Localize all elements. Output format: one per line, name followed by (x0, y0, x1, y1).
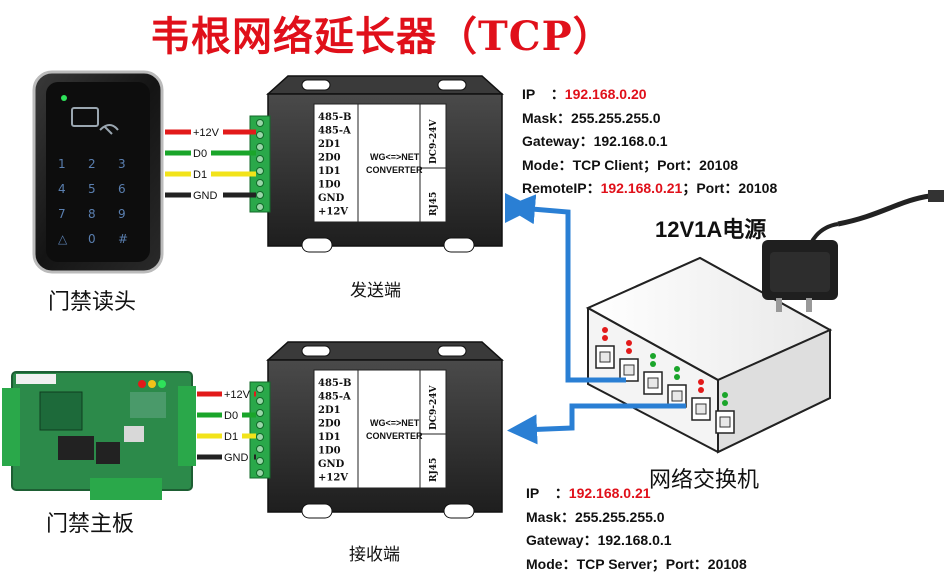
terminal-label: 2D1 (318, 139, 341, 150)
sender-mask-line: Mask：255.255.255.0 (522, 107, 777, 131)
switch-led-icon (626, 348, 632, 354)
terminal-label: 2D0 (318, 153, 341, 164)
terminal-label: 1D1 (318, 432, 341, 443)
sender-config: IP ：192.168.0.20 Mask：255.255.255.0 Gate… (522, 83, 777, 201)
rj45-label: RJ45 (429, 458, 439, 482)
terminal-label: GND (318, 193, 345, 204)
wire-label-d1: D1 (224, 431, 238, 443)
terminal-label: 485-B (318, 112, 351, 123)
wire-label-gnd: GND (224, 452, 249, 464)
converter-model-line: WG<=>NET (370, 152, 420, 162)
switch-led-icon (602, 335, 608, 341)
keypad-key: △ (58, 232, 68, 246)
wire-label-d1: D1 (193, 169, 207, 181)
sender-remote-line: RemoteIP：192.168.0.21；Port：20108 (522, 177, 777, 201)
reader-led-icon (61, 95, 67, 101)
converter-type-line: CONVERTER (366, 165, 423, 175)
terminal-label: 2D0 (318, 419, 341, 430)
terminal-label: +12V (318, 473, 348, 484)
card-reader (34, 72, 162, 272)
terminal-label: 485-A (318, 126, 351, 137)
card-reader-caption: 门禁读头 (48, 284, 136, 316)
keypad-key: 5 (88, 182, 96, 196)
controller-caption: 门禁主板 (46, 506, 134, 538)
wire-label-d0: D0 (193, 148, 207, 160)
receiver-config: IP ：192.168.0.21 Mask：255.255.255.0 Gate… (526, 482, 747, 576)
keypad-key: 8 (88, 207, 96, 221)
receiver-caption: 接收端 (349, 540, 400, 565)
receiver-gateway-line: Gateway：192.168.0.1 (526, 529, 747, 553)
terminal-label: 1D0 (318, 446, 341, 457)
dc-input-label: DC9-24V (429, 119, 439, 164)
receiver-mode-line: Mode：TCP Server；Port：20108 (526, 553, 747, 576)
terminal-label: 1D0 (318, 180, 341, 191)
terminal-label: GND (318, 459, 345, 470)
terminal-label: 1D1 (318, 166, 341, 177)
receiver-mask-line: Mask：255.255.255.0 (526, 506, 747, 530)
power-adapter (762, 190, 944, 312)
receiver-ip-line: IP ：192.168.0.21 (526, 482, 747, 506)
terminal-label: 485-B (318, 378, 351, 389)
keypad-key: 7 (58, 207, 66, 221)
keypad-key: 0 (88, 232, 96, 246)
sender-mode-line: Mode：TCP Client；Port：20108 (522, 154, 777, 178)
terminal-label: 2D1 (318, 405, 341, 416)
wire-label-plus12v: +12V (193, 127, 220, 139)
converter-type-line: CONVERTER (366, 431, 423, 441)
dc-input-label: DC9-24V (429, 385, 439, 430)
sender-caption: 发送端 (350, 276, 401, 301)
keypad-key: 6 (118, 182, 126, 196)
sender-ip-line: IP ：192.168.0.20 (522, 83, 777, 107)
switch-led-icon (650, 361, 656, 367)
sender-gateway-line: Gateway：192.168.0.1 (522, 130, 777, 154)
wire-label-plus12v: +12V (224, 389, 251, 401)
keypad-key: 9 (118, 207, 126, 221)
terminal-label: 485-A (318, 392, 351, 403)
power-caption: 12V1A电源 (655, 212, 766, 244)
converter-model-line: WG<=>NET (370, 418, 420, 428)
keypad-key: 4 (58, 182, 66, 196)
switch-led-icon (698, 387, 704, 393)
switch-led-icon (722, 400, 728, 406)
terminal-label: +12V (318, 207, 348, 218)
wire-label-d0: D0 (224, 410, 238, 422)
controller-board (2, 372, 196, 500)
keypad-key: # (118, 232, 128, 246)
keypad-key: 3 (118, 157, 126, 171)
switch-led-icon (674, 374, 680, 380)
keypad-key: 2 (88, 157, 96, 171)
rj45-label: RJ45 (429, 192, 439, 216)
wire-label-gnd: GND (193, 190, 218, 202)
keypad-key: 1 (58, 157, 66, 171)
